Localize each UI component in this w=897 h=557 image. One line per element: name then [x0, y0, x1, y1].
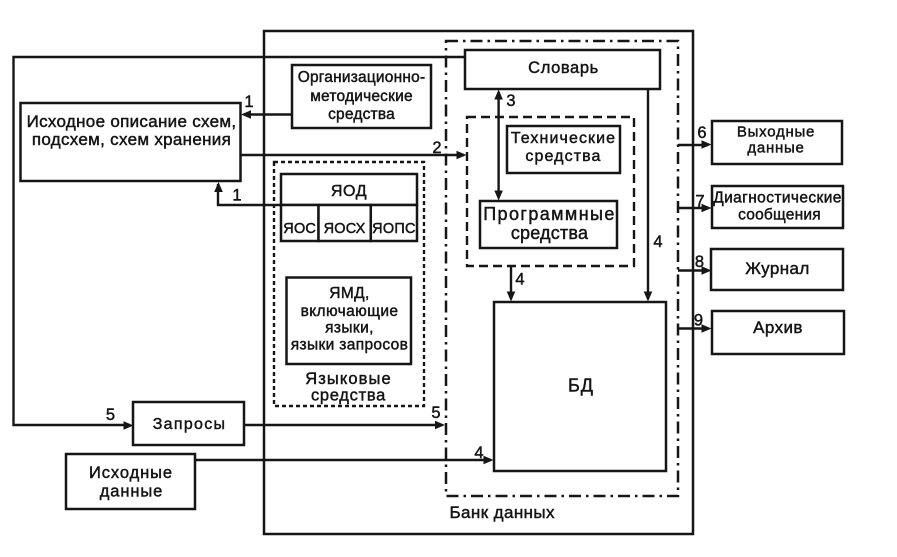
svg-text:5: 5 — [431, 404, 440, 422]
svg-text:4: 4 — [474, 444, 483, 462]
svg-text:Языковые: Языковые — [305, 370, 392, 388]
svg-text:Архив: Архив — [753, 318, 803, 337]
svg-text:6: 6 — [697, 124, 706, 142]
svg-text:Программные: Программные — [483, 204, 616, 224]
svg-text:2: 2 — [432, 139, 441, 157]
svg-text:4: 4 — [515, 271, 524, 289]
svg-text:Организационно-: Организационно- — [298, 69, 426, 86]
svg-text:данные: данные — [747, 140, 804, 157]
svg-text:БД: БД — [568, 376, 594, 396]
svg-text:Исходное описание схем,: Исходное описание схем, — [27, 112, 237, 131]
svg-text:1: 1 — [244, 93, 253, 111]
svg-text:Диагностические: Диагностические — [713, 190, 842, 207]
svg-text:Банк данных: Банк данных — [450, 503, 556, 522]
svg-text:4: 4 — [653, 233, 662, 251]
svg-text:ЯОС: ЯОС — [283, 221, 316, 237]
svg-text:средства: средства — [328, 106, 395, 123]
svg-text:9: 9 — [694, 312, 703, 330]
svg-text:Исходные: Исходные — [89, 464, 173, 482]
svg-text:средства: средства — [511, 223, 589, 243]
svg-text:ЯМД,: ЯМД, — [329, 285, 370, 302]
svg-text:средства: средства — [525, 148, 601, 165]
svg-text:данные: данные — [100, 483, 163, 501]
svg-text:языки,: языки, — [325, 320, 374, 337]
svg-text:средства: средства — [311, 387, 386, 405]
svg-text:Выходные: Выходные — [737, 124, 815, 141]
svg-text:подсхем, схем хранения: подсхем, схем хранения — [32, 130, 231, 149]
svg-text:8: 8 — [695, 253, 704, 271]
svg-text:методические: методические — [310, 88, 413, 105]
svg-text:7: 7 — [695, 193, 704, 211]
svg-text:ЯОСХ: ЯОСХ — [324, 221, 366, 237]
svg-text:Словарь: Словарь — [528, 59, 599, 77]
svg-text:1: 1 — [232, 187, 241, 205]
svg-text:3: 3 — [506, 92, 515, 110]
svg-text:ЯОД: ЯОД — [331, 183, 367, 200]
svg-text:Технические: Технические — [511, 130, 616, 147]
svg-text:языки запросов: языки запросов — [291, 337, 408, 354]
svg-text:Журнал: Журнал — [745, 259, 809, 278]
svg-text:5: 5 — [106, 406, 115, 424]
svg-text:ЯОПС: ЯОПС — [372, 221, 415, 237]
svg-text:сообщения: сообщения — [738, 207, 821, 224]
svg-text:включающие: включающие — [301, 303, 399, 320]
svg-text:Запросы: Запросы — [153, 416, 227, 433]
